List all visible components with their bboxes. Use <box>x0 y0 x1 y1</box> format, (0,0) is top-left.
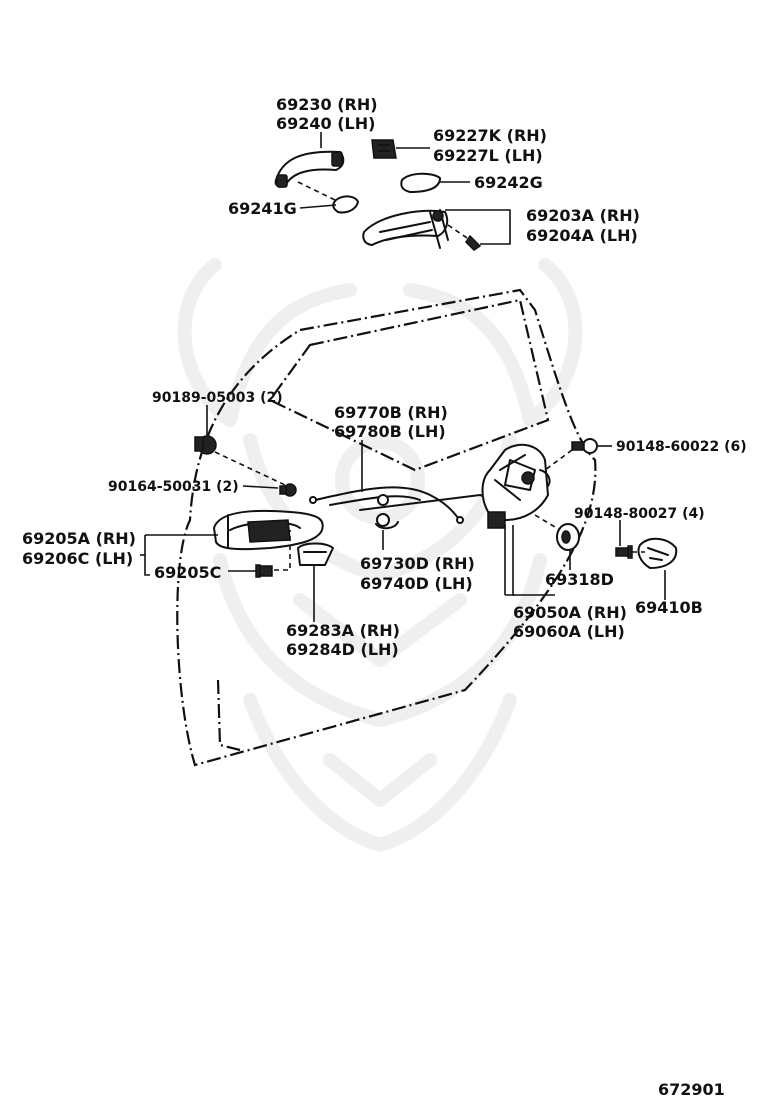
label-69770b: 69770B (RH) <box>334 403 448 422</box>
label-69204a: 69204A (LH) <box>526 226 638 245</box>
screw-icon <box>255 564 273 578</box>
inside-handle-icon <box>213 509 324 551</box>
bezel-icon <box>297 542 334 566</box>
label-69205c: 69205C <box>154 563 221 582</box>
diagram-code: 672901 <box>658 1080 725 1099</box>
gasket-icon <box>332 195 359 214</box>
striker-icon <box>637 537 678 569</box>
label-69205a: 69205A (RH) <box>22 529 136 548</box>
label-69230: 69230 (RH) <box>276 95 378 114</box>
label-90148-60022: 90148-60022 (6) <box>616 439 747 455</box>
label-69730d: 69730D (RH) <box>360 554 475 573</box>
label-90189-05003: 90189-05003 (2) <box>152 390 283 406</box>
screw-icon <box>615 545 633 559</box>
label-69283a: 69283A (RH) <box>286 621 400 640</box>
screw-icon <box>194 435 217 455</box>
label-69284d: 69284D (LH) <box>286 640 399 659</box>
plug-icon <box>556 523 580 551</box>
pad-icon <box>371 139 397 159</box>
label-90148-80027: 90148-80027 (4) <box>574 506 705 522</box>
label-69050a: 69050A (RH) <box>513 603 627 622</box>
label-69241g: 69241G <box>228 199 297 218</box>
outside-handle-icon <box>274 150 345 188</box>
screw-icon <box>465 234 482 251</box>
label-69060a: 69060A (LH) <box>513 622 625 641</box>
label-69227l: 69227L (LH) <box>433 146 543 165</box>
watermark-emblem-icon <box>177 258 583 852</box>
screw-icon <box>279 483 297 497</box>
screw-icon <box>571 438 598 454</box>
label-69410b: 69410B <box>635 598 703 617</box>
gasket-icon <box>400 172 441 193</box>
handle-frame-icon <box>362 209 449 249</box>
label-69780b: 69780B (LH) <box>334 422 446 441</box>
label-69242g: 69242G <box>474 173 543 192</box>
label-90164-50031: 90164-50031 (2) <box>108 479 239 495</box>
label-69227k: 69227K (RH) <box>433 126 547 145</box>
label-69318d: 69318D <box>545 570 614 589</box>
label-69740d: 69740D (LH) <box>360 574 473 593</box>
lock-assembly-icon <box>481 443 551 529</box>
label-69206c: 69206C (LH) <box>22 549 133 568</box>
label-69203a: 69203A (RH) <box>526 206 640 225</box>
label-69240: 69240 (LH) <box>276 114 375 133</box>
